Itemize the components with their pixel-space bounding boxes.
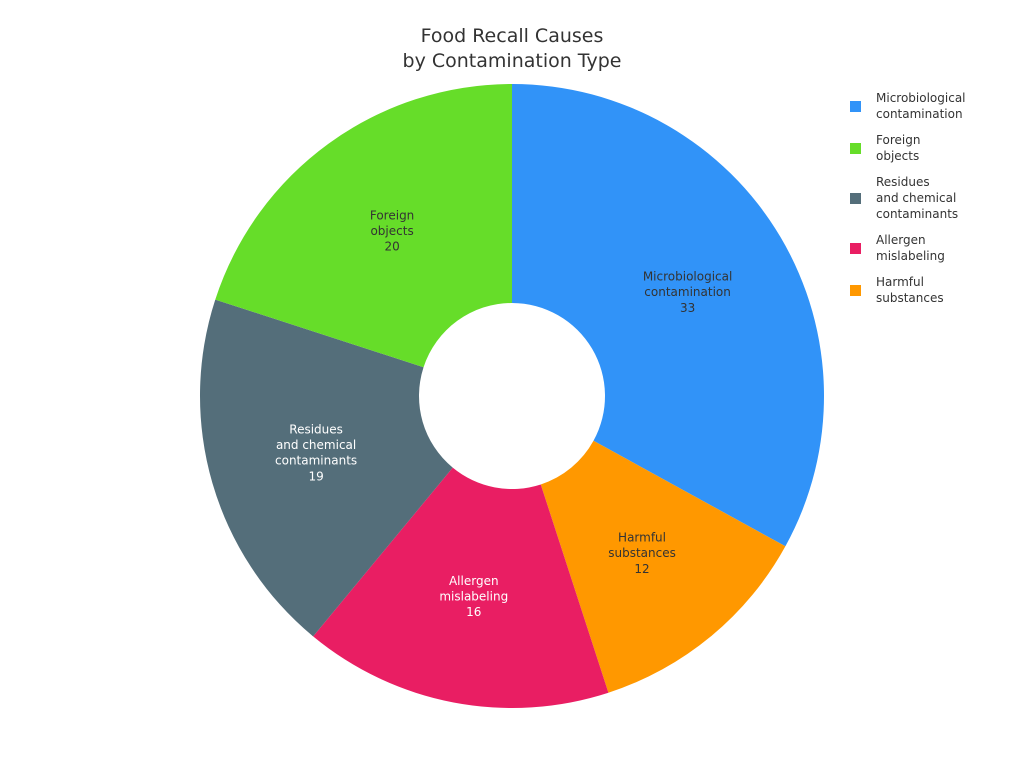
legend-swatch [850, 192, 861, 204]
legend-label: Allergen mislabeling [876, 233, 945, 263]
legend-item[interactable]: Harmful substances [850, 274, 944, 306]
legend-swatch [850, 242, 861, 254]
legend-item[interactable]: Foreign objects [850, 132, 920, 164]
pie-slice[interactable] [313, 467, 609, 708]
pie-slice[interactable] [540, 440, 786, 693]
legend-item[interactable]: Allergen mislabeling [850, 232, 945, 264]
pie-slice[interactable] [512, 84, 824, 547]
legend-label: Foreign objects [876, 133, 921, 163]
chart-title: Food Recall Causes by Contamination Type [402, 25, 622, 72]
pie-slice[interactable] [199, 299, 453, 637]
legend-label: Microbiological contamination [876, 91, 966, 121]
legend-item[interactable]: Microbiological contamination [850, 90, 966, 122]
legend-label: Harmful substances [876, 275, 944, 305]
legend-swatch [850, 142, 861, 154]
legend-swatch [850, 284, 861, 296]
legend-swatch [850, 100, 861, 112]
legend-label: Residues and chemical contaminants [876, 175, 959, 221]
pie-slice[interactable] [215, 84, 512, 368]
legend-item[interactable]: Residues and chemical contaminants [850, 174, 958, 222]
